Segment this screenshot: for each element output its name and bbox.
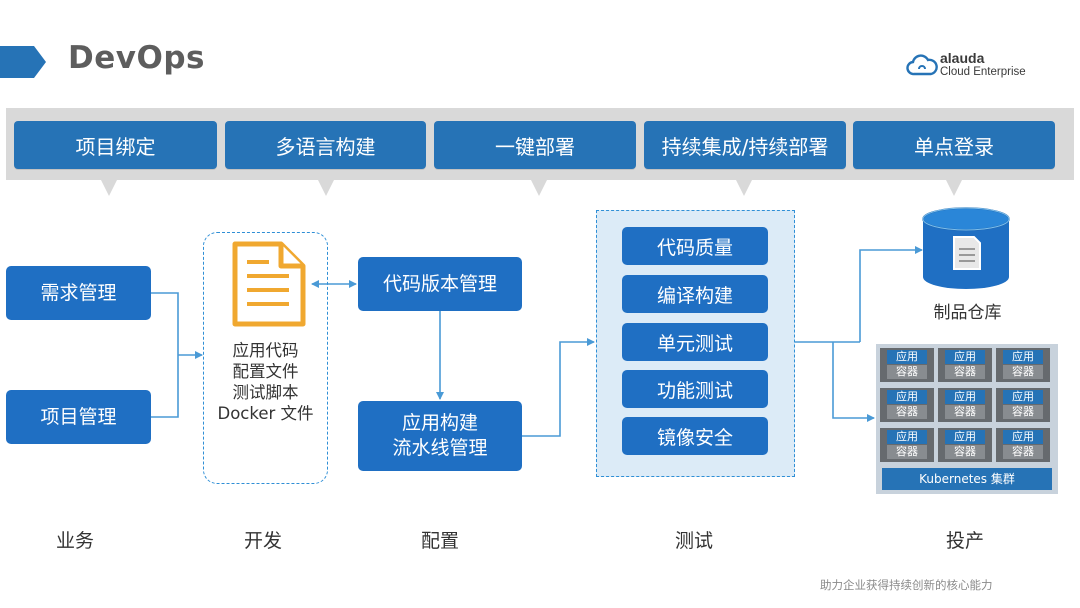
test-to-repo-arrow <box>859 246 923 342</box>
test-to-cluster-arrow <box>832 342 875 422</box>
band-notch <box>946 180 962 196</box>
develop-artifacts-text: 应用代码 配置文件 测试脚本 Docker 文件 <box>203 340 328 424</box>
develop-line: Docker 文件 <box>217 404 314 423</box>
band-item-ci-cd: 持续集成/持续部署 <box>644 121 846 169</box>
alauda-logo: alauda Cloud Enterprise <box>906 50 1056 82</box>
app-container: 应用容器 <box>996 348 1050 382</box>
stage-config: 配置 <box>420 530 459 552</box>
stage-test: 测试 <box>674 530 713 552</box>
band-item-one-click-deploy: 一键部署 <box>434 121 636 169</box>
kubernetes-cluster: 应用容器 应用容器 应用容器 应用容器 应用容器 应用容器 应用容器 应用容器 … <box>876 344 1058 494</box>
functional-test-box: 功能测试 <box>622 370 768 408</box>
title-arrow-tab <box>0 46 46 78</box>
logo-line2: Cloud Enterprise <box>940 66 1026 78</box>
app-container: 应用容器 <box>880 388 934 422</box>
band-notch <box>531 180 547 196</box>
develop-line: 测试脚本 <box>232 383 299 402</box>
app-container: 应用容器 <box>938 348 992 382</box>
cloud-logo-icon <box>906 54 938 76</box>
requirement-management-box: 需求管理 <box>6 266 151 320</box>
code-version-management-box: 代码版本管理 <box>358 257 522 311</box>
app-container: 应用容器 <box>938 388 992 422</box>
page-title: DevOps <box>68 40 205 76</box>
app-container: 应用容器 <box>938 428 992 462</box>
app-container: 应用容器 <box>880 348 934 382</box>
business-bracket-line <box>151 292 179 418</box>
pipeline-to-test-arrow <box>522 338 595 437</box>
stage-develop: 开发 <box>243 530 282 552</box>
compile-build-box: 编译构建 <box>622 275 768 313</box>
artifact-repository-label: 制品仓库 <box>933 303 1002 323</box>
document-icon <box>232 241 306 327</box>
stage-production: 投产 <box>945 530 984 552</box>
band-notch <box>101 180 117 196</box>
project-management-box: 项目管理 <box>6 390 151 444</box>
stage-business: 业务 <box>55 530 94 552</box>
band-item-project-binding: 项目绑定 <box>14 121 217 169</box>
code-quality-box: 代码质量 <box>622 227 768 265</box>
app-container: 应用容器 <box>880 428 934 462</box>
app-container: 应用容器 <box>996 388 1050 422</box>
artifact-repository-icon <box>922 207 1010 289</box>
logo-line1: alauda <box>940 50 985 66</box>
band-item-multi-language-build: 多语言构建 <box>225 121 426 169</box>
app-container: 应用容器 <box>996 428 1050 462</box>
pipeline-line1: 应用构建 <box>401 412 478 434</box>
band-notch <box>318 180 334 196</box>
pipeline-line2: 流水线管理 <box>392 437 488 459</box>
band-notch <box>736 180 752 196</box>
image-security-box: 镜像安全 <box>622 417 768 455</box>
develop-container <box>203 232 328 484</box>
develop-line: 应用代码 <box>232 341 299 360</box>
footer-slogan: 助力企业获得持续创新的核心能力 <box>820 578 993 592</box>
file-icon <box>953 236 981 270</box>
develop-line: 配置文件 <box>232 362 299 381</box>
kubernetes-cluster-label: Kubernetes 集群 <box>882 468 1052 490</box>
band-item-sso: 单点登录 <box>853 121 1055 169</box>
pipeline-management-box: 应用构建 流水线管理 <box>358 401 522 471</box>
unit-test-box: 单元测试 <box>622 323 768 361</box>
